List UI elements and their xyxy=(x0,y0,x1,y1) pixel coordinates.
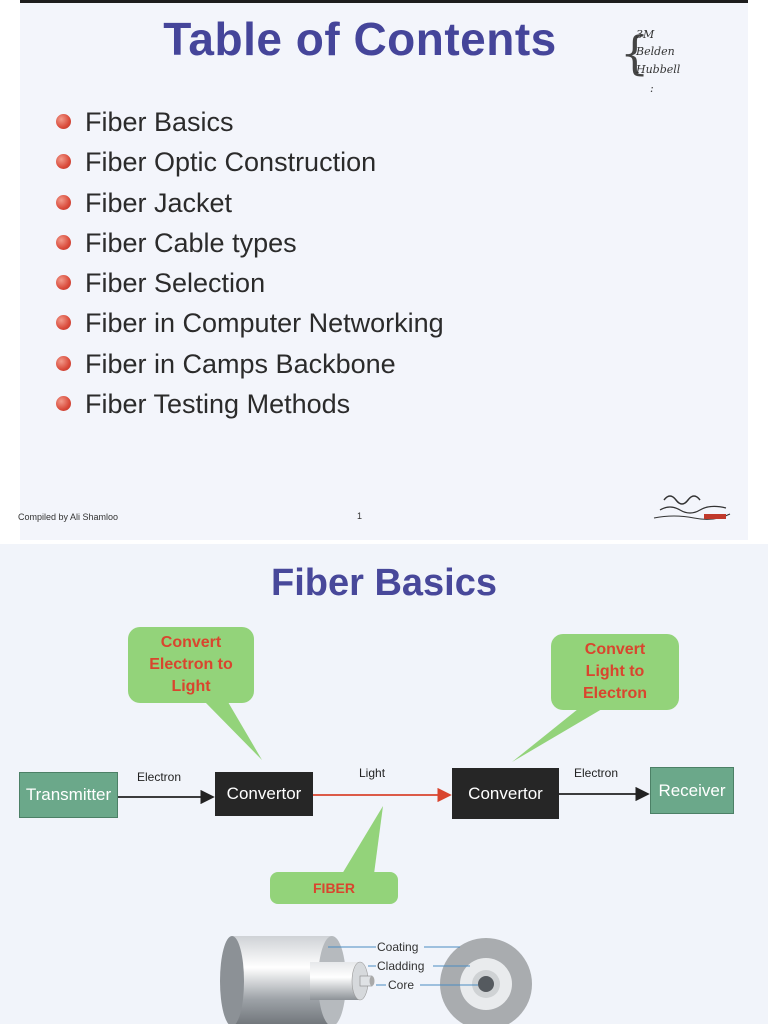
bullet-icon xyxy=(56,114,71,129)
callout-right xyxy=(512,634,679,762)
bullet-icon xyxy=(56,396,71,412)
toc-item[interactable]: Fiber Cable types xyxy=(54,223,444,263)
handwritten-note: { 3M Belden Hubbell : xyxy=(620,28,730,108)
toc-item-label: Fiber Selection xyxy=(85,268,266,299)
left-margin xyxy=(0,0,20,540)
bullet-icon xyxy=(56,154,71,170)
page-number: 1 xyxy=(357,511,363,521)
handwritten-line: Belden xyxy=(636,45,675,58)
toc-list: Fiber Basics Fiber Optic Construction Fi… xyxy=(54,102,444,424)
toc-item-label: Fiber Optic Construction xyxy=(85,147,377,178)
fiber-cross-section xyxy=(440,938,532,1024)
callout-line: Light to xyxy=(585,663,645,680)
slide-table-of-contents: Table of Contents { 3M Belden Hubbell : … xyxy=(0,0,768,540)
label-electron-left: Electron xyxy=(137,770,182,784)
right-margin xyxy=(748,0,768,540)
toc-item-label: Fiber Testing Methods xyxy=(85,389,351,420)
bullet-icon xyxy=(56,194,71,210)
convertor-right-box: Convertor xyxy=(452,768,559,819)
slide-fiber-basics: Fiber Basics xyxy=(0,544,768,1024)
bullet-icon xyxy=(56,315,71,331)
label-light: Light xyxy=(359,766,386,780)
fiber-cable-illustration xyxy=(220,936,375,1024)
fiber-label: FIBER xyxy=(313,880,355,896)
bullet-icon xyxy=(56,234,71,250)
receiver-box: Receiver xyxy=(650,767,734,814)
fiber-diagram xyxy=(117,627,679,1024)
toc-item[interactable]: Fiber in Computer Networking xyxy=(54,303,444,343)
callout-line: Convert xyxy=(160,634,222,651)
toc-item[interactable]: Fiber in Camps Backbone xyxy=(54,344,444,384)
callout-left-text: Convert Electron to Light xyxy=(128,632,254,698)
label-coating: Coating xyxy=(377,940,419,954)
handwritten-line: : xyxy=(650,82,654,95)
toc-item[interactable]: Fiber Basics xyxy=(54,102,444,142)
bullet-icon xyxy=(56,275,71,291)
callout-line: Electron xyxy=(582,685,647,702)
handwritten-line: 3M xyxy=(636,28,655,41)
callout-line: Light xyxy=(171,678,211,695)
label-electron-right: Electron xyxy=(574,766,619,780)
brace-icon: { xyxy=(620,26,650,80)
toc-item-label: Fiber in Computer Networking xyxy=(85,308,444,339)
bullet-icon xyxy=(56,355,71,371)
transmitter-box: Transmitter xyxy=(19,772,118,818)
callout-line: Electron to xyxy=(149,656,233,673)
toc-item-label: Fiber in Camps Backbone xyxy=(85,348,396,379)
toc-item[interactable]: Fiber Jacket xyxy=(54,183,444,223)
footer-author: Compiled by Ali Shamloo xyxy=(18,512,119,522)
label-cladding: Cladding xyxy=(377,959,425,973)
slide-separator xyxy=(0,540,768,544)
toc-title: Table of Contents xyxy=(163,13,557,65)
slide-title: Fiber Basics xyxy=(271,562,497,604)
convertor-left-box: Convertor xyxy=(215,772,313,816)
callout-right-text: Convert Light to Electron xyxy=(551,639,679,705)
label-core: Core xyxy=(388,978,415,992)
callout-line: Convert xyxy=(584,641,646,658)
logo-icon xyxy=(653,495,731,520)
callout-fiber xyxy=(270,806,398,904)
handwritten-line: Hubbell xyxy=(636,63,681,76)
toc-item[interactable]: Fiber Optic Construction xyxy=(54,142,444,182)
callout-left xyxy=(128,627,262,760)
toc-item-label: Fiber Cable types xyxy=(85,227,297,258)
toc-item[interactable]: Fiber Selection xyxy=(54,263,444,303)
toc-item-label: Fiber Basics xyxy=(85,107,234,137)
toc-item-label: Fiber Jacket xyxy=(85,187,233,218)
toc-item[interactable]: Fiber Testing Methods xyxy=(54,384,444,424)
top-border xyxy=(20,0,748,3)
